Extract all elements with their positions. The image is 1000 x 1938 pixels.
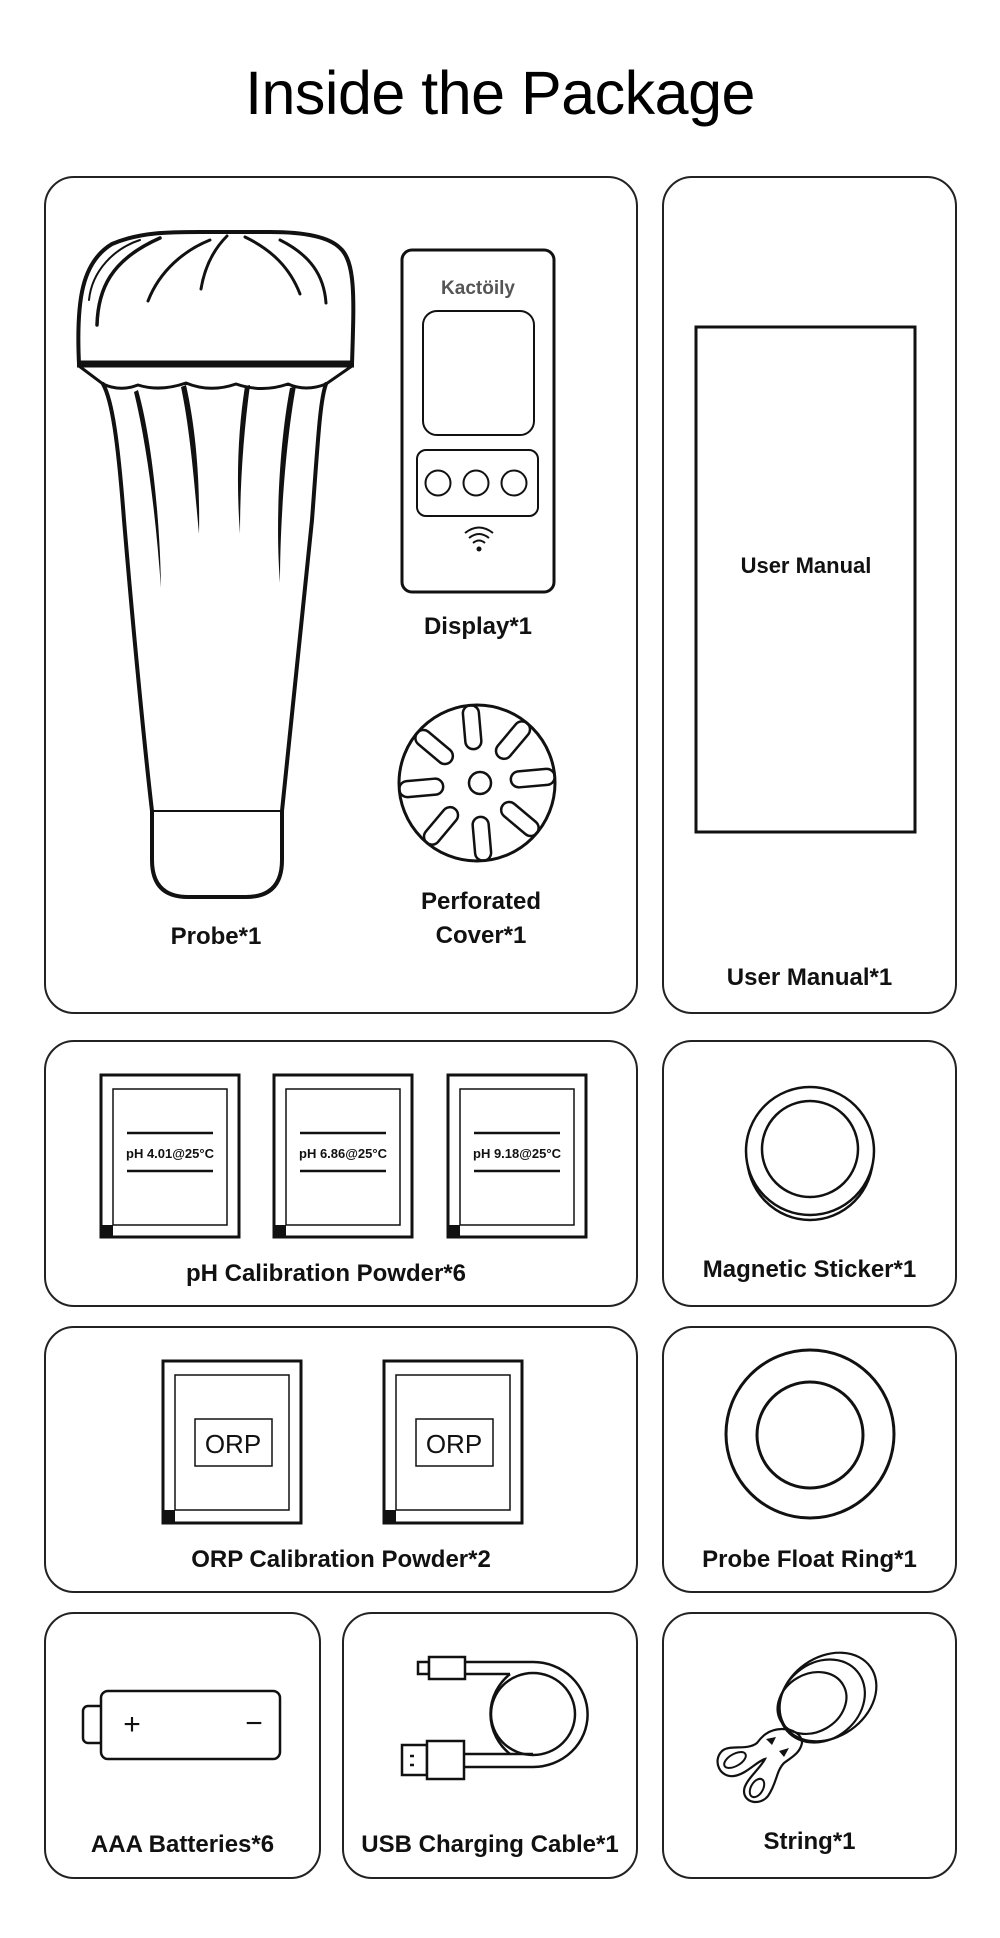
cover-slot: [422, 805, 460, 846]
display-button-3: [500, 469, 528, 497]
sachet-label: pH 6.86@25°C: [299, 1146, 388, 1161]
cover-slot: [398, 777, 445, 799]
sachet-icon: pH 9.18@25°C: [446, 1073, 588, 1239]
card-usb-cable: [342, 1612, 638, 1879]
float-ring-label: Probe Float Ring*1: [702, 1546, 917, 1573]
card-string: [662, 1612, 957, 1879]
string-label: String*1: [763, 1828, 856, 1855]
ph-powder-label: pH Calibration Powder*6: [185, 1260, 467, 1287]
batteries-label: AAA Batteries*6: [90, 1831, 275, 1858]
probe-icon: [76, 230, 356, 899]
probe-label: Probe*1: [170, 923, 262, 950]
string-icon: [716, 1651, 878, 1804]
cover-slot: [509, 767, 556, 789]
user-manual-label: User Manual*1: [726, 964, 893, 991]
cover-slot: [414, 728, 455, 766]
display-label: Display*1: [423, 613, 533, 640]
card-float-ring: [662, 1326, 957, 1593]
page-title: Inside the Package: [245, 59, 755, 127]
battery-icon: + −: [81, 1689, 282, 1761]
display-button-1: [424, 469, 452, 497]
cover-slot: [461, 704, 483, 751]
battery-plus: +: [123, 1708, 141, 1741]
cover-slot: [494, 720, 532, 761]
card-probe-display-cover: [44, 176, 638, 1014]
magnetic-sticker-label: Magnetic Sticker*1: [702, 1256, 917, 1283]
orp-sachets: ORP ORP: [161, 1359, 524, 1525]
perforated-cover-icon: [397, 703, 557, 863]
card-user-manual: [662, 176, 957, 1014]
cover-label-line2: Cover*1: [435, 922, 527, 949]
card-ph-powder: [44, 1040, 638, 1307]
sachet-icon: pH 6.86@25°C: [272, 1073, 414, 1239]
ph-sachets: pH 4.01@25°C pH 6.86@25°C pH 9.18@25°C: [99, 1073, 588, 1239]
sachet-icon: ORP: [382, 1359, 524, 1525]
display-button-2: [462, 469, 490, 497]
cover-slot: [471, 815, 493, 862]
battery-minus: −: [245, 1707, 263, 1740]
user-manual-icon: User Manual: [694, 325, 917, 834]
manual-cover-text: User Manual: [741, 553, 872, 578]
brand-logo: Kactöily: [441, 278, 515, 299]
cover-slot: [499, 800, 540, 838]
usb-cable-icon: [400, 1655, 589, 1781]
card-orp-powder: [44, 1326, 638, 1593]
sachet-label: ORP: [205, 1429, 261, 1459]
sachet-label: pH 4.01@25°C: [126, 1146, 215, 1161]
display-icon: Kactöily: [400, 248, 556, 594]
float-ring-icon: [724, 1348, 896, 1520]
sachet-icon: pH 4.01@25°C: [99, 1073, 241, 1239]
orp-powder-label: ORP Calibration Powder*2: [191, 1546, 491, 1573]
sachet-label: ORP: [426, 1429, 482, 1459]
sachet-icon: ORP: [161, 1359, 303, 1525]
sachet-label: pH 9.18@25°C: [473, 1146, 562, 1161]
wifi-icon: [464, 526, 494, 552]
magnetic-sticker-icon: [744, 1085, 876, 1222]
usb-cable-label: USB Charging Cable*1: [361, 1831, 619, 1858]
cover-label-line1: Perforated: [420, 888, 542, 915]
